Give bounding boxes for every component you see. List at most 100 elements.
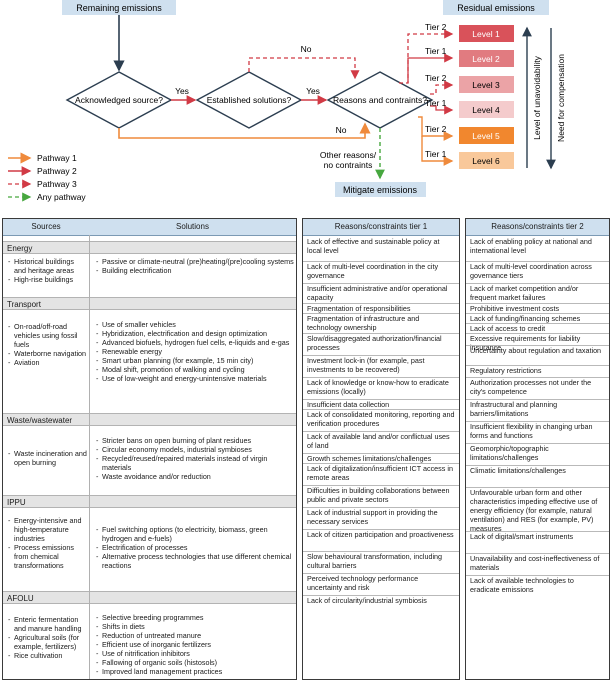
constraint-cell: Investment lock-in (for example, past in… <box>303 355 459 374</box>
constraint-cell: Regulatory restrictions <box>466 365 609 375</box>
level-5-label: Level 5 <box>472 131 500 141</box>
constraint-cell: Uncertainty about regulation and taxatio… <box>466 345 609 355</box>
tier-label-5: Tier 2 <box>425 124 447 134</box>
other-reasons-label-2: no contraints <box>324 160 373 170</box>
constraint-cell: Excessive requirements for liability ins… <box>466 333 609 352</box>
tier-label-1: Tier 2 <box>425 22 447 32</box>
list-item: Selective breeding programmes <box>96 613 294 622</box>
tier1-table: Reasons/constraints tier 1 Lack of effec… <box>302 218 460 680</box>
list-item: Rice cultivation <box>8 651 87 660</box>
list-item: Building electrification <box>96 266 294 275</box>
level-3-label: Level 3 <box>472 80 500 90</box>
constraint-cell: Fragmentation of infrastructure and tech… <box>303 313 459 332</box>
constraint-cell: Slow behavioural transformation, includi… <box>303 551 459 570</box>
yes-label-1: Yes <box>175 86 189 96</box>
constraint-cell: Lack of industrial support in providing … <box>303 507 459 526</box>
list-item: Use of smaller vehicles <box>96 320 294 329</box>
remaining-emissions-label: Remaining emissions <box>76 3 162 13</box>
established-label: Established solutions? <box>207 95 292 105</box>
constraint-cell: Prohibitive investment costs <box>466 303 609 313</box>
yes-label-2: Yes <box>306 86 320 96</box>
constraint-cell: Lack of market competition and/or freque… <box>466 283 609 302</box>
level-2-box <box>459 50 514 67</box>
constraint-cell: Lack of circularity/industrial symbiosis <box>303 595 459 605</box>
sector-energy: Energy <box>3 241 296 254</box>
tier1-list: Lack of effective and sustainable policy… <box>303 235 459 679</box>
legend-pathway-2: Pathway 2 <box>37 166 77 176</box>
constraint-cell: Lack of enabling policy at national and … <box>470 237 592 255</box>
list-item: Electrification of processes <box>96 543 294 552</box>
table-header: Sources Solutions <box>3 219 296 236</box>
constraint-cell: Authorization processes not under the ci… <box>466 377 609 396</box>
branch-level-4 <box>430 105 454 115</box>
residual-emissions-box <box>443 0 549 15</box>
constraint-cell: Lack of available land and/or conflictua… <box>303 431 459 450</box>
sector-ippu: IPPU <box>3 495 296 508</box>
constraint-cell: Slow/disaggregated authorization/financi… <box>303 333 459 352</box>
arrow-no-bottom <box>118 122 371 139</box>
ippu-sources: Energy-intensive and high-temperature in… <box>7 516 87 570</box>
constraint-cell: Lack of multi-level coordination in the … <box>303 261 459 280</box>
constraint-cell: Lack of effective and sustainable policy… <box>307 237 440 255</box>
sector-waste: Waste/wastewater <box>3 413 296 426</box>
list-item: Reduction of untreated manure <box>96 631 294 640</box>
afolu-solutions: Selective breeding programmes Shifts in … <box>95 613 294 676</box>
constraint-cell: Unfavourable urban form and other charac… <box>466 487 609 533</box>
ippu-solutions: Fuel switching options (to electricity, … <box>95 525 294 570</box>
compensation-label: Need for compensation <box>556 54 566 142</box>
list-item: Renewable energy <box>96 347 294 356</box>
level-4-box <box>459 101 514 118</box>
mitigate-emissions-label: Mitigate emissions <box>343 185 418 195</box>
legend-pathway-3: Pathway 3 <box>37 179 77 189</box>
list-item: Use of nitrification inhibitors <box>96 649 294 658</box>
branch-level-2 <box>407 53 454 83</box>
energy-solutions: Passive or climate-neutral (pre)heating/… <box>95 257 294 275</box>
no-label-top: No <box>301 44 312 54</box>
level-boxes: Level 1 Level 2 Level 3 Level 4 Level 5 … <box>459 25 514 169</box>
constraint-cell: Lack of available technologies to eradic… <box>466 575 609 594</box>
tier-label-4: Tier 1 <box>425 98 447 108</box>
level-1-box <box>459 25 514 42</box>
established-diamond <box>195 71 303 129</box>
list-item: Historical buildings and heritage areas <box>8 257 87 275</box>
afolu-sources: Enteric fermentation and manure handling… <box>7 615 87 660</box>
branch-level-6 <box>421 136 454 166</box>
constraint-cell: Perceived technology performance uncerta… <box>303 573 459 592</box>
tier-label-6: Tier 1 <box>425 149 447 159</box>
list-item: Waterborne navigation <box>8 349 87 358</box>
waste-sources: Waste incineration and open burning <box>7 449 87 467</box>
constraint-cell: Insufficient administrative and/or opera… <box>303 283 459 302</box>
acknowledged-label: Acknowledged source? <box>75 95 163 105</box>
branch-level-3 <box>430 80 454 95</box>
unavoidability-label: Level of unavoidability <box>532 55 542 139</box>
constraint-cell: Climatic limitations/challenges <box>466 465 609 475</box>
tier-label-3: Tier 2 <box>425 73 447 83</box>
list-item: Modal shift, promotion of walking and cy… <box>96 365 294 374</box>
level-1-label: Level 1 <box>472 29 500 39</box>
list-item: Passive or climate-neutral (pre)heating/… <box>96 257 294 266</box>
reasons-label: Reasons and contraints? <box>333 95 427 105</box>
list-item: Recycled/reused/repaired materials inste… <box>96 454 294 472</box>
constraint-cell: Difficulties in building collaborations … <box>303 485 459 504</box>
transport-sources: On-road/off-road vehicles using fossil f… <box>7 322 87 367</box>
list-item: Shifts in diets <box>96 622 294 631</box>
level-6-box <box>459 152 514 169</box>
list-item: On-road/off-road vehicles using fossil f… <box>8 322 87 349</box>
waste-solutions: Stricter bans on open burning of plant r… <box>95 436 294 481</box>
remaining-emissions-box <box>62 0 176 15</box>
level-5-box <box>459 127 514 144</box>
header-sources: Sources <box>31 222 61 231</box>
no-label-bottom: No <box>336 125 347 135</box>
list-item: Process emissions from chemical transfor… <box>8 543 87 570</box>
mitigate-emissions-box <box>335 182 426 197</box>
list-item: High-rise buildings <box>8 275 87 284</box>
list-item: Improved land management practices <box>96 667 294 676</box>
sector-afolu: AFOLU <box>3 591 296 604</box>
legend-pathway-1: Pathway 1 <box>37 153 77 163</box>
constraint-cell: Lack of knowledge or know-how to eradica… <box>303 377 459 396</box>
flow-diagram: Remaining emissions Residual emissions A… <box>8 0 566 202</box>
constraint-cell: Growth schemes limitations/challenges <box>303 453 459 463</box>
residual-emissions-label: Residual emissions <box>457 3 535 13</box>
constraint-cell: Lack of multi-level coordination across … <box>466 261 609 280</box>
column-separator <box>89 235 90 679</box>
